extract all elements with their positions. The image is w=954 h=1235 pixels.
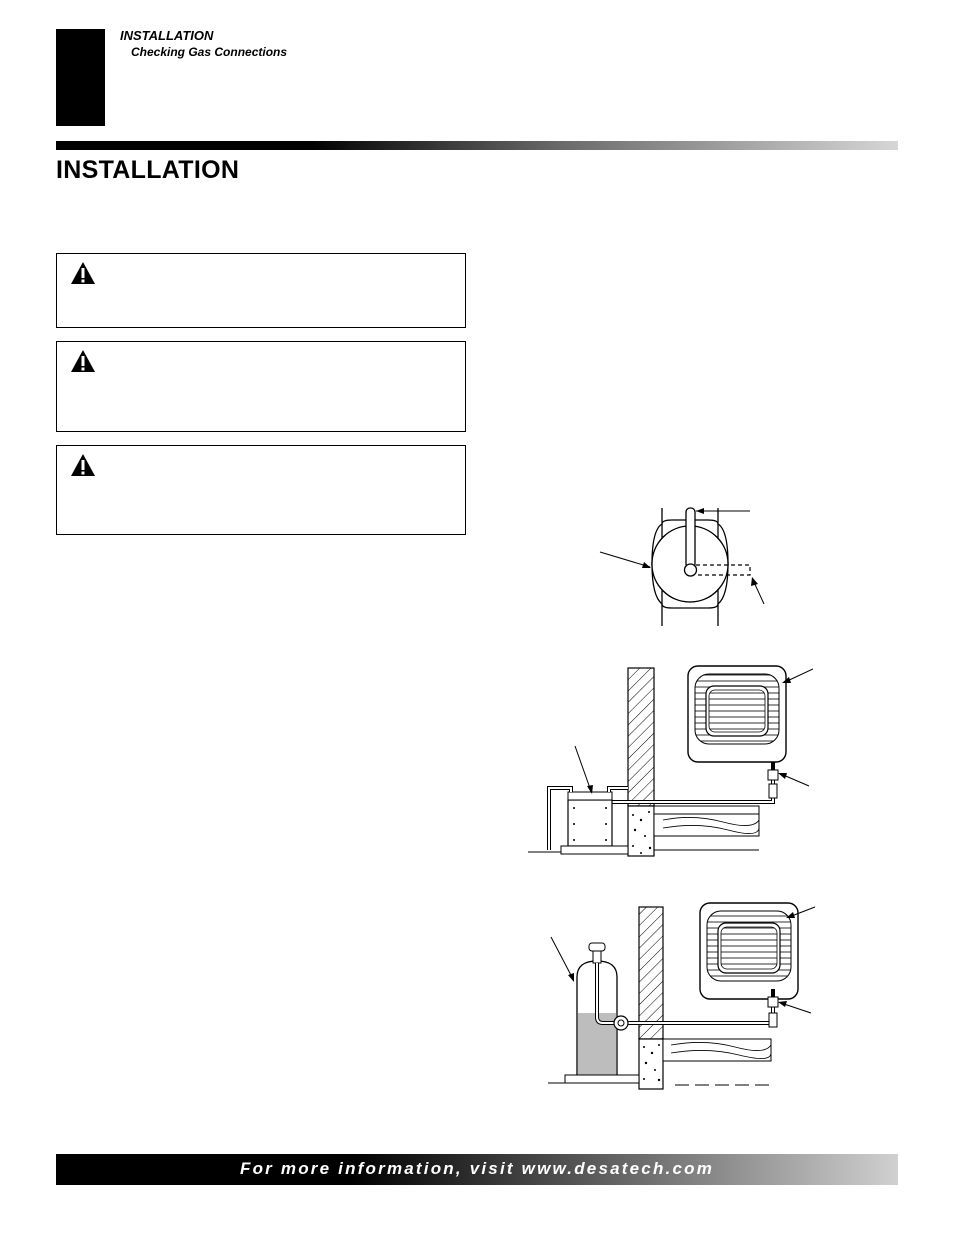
gas-valve-detail-diagram	[599, 507, 765, 626]
page-title: INSTALLATION	[56, 156, 240, 184]
warning-triangle-icon	[71, 454, 95, 476]
propane-installation-diagram	[548, 902, 816, 1090]
running-header-subsection: Checking Gas Connections	[131, 45, 288, 59]
warning-box-3	[56, 445, 466, 535]
warning-triangle-icon	[71, 262, 95, 284]
footer-website-text: For more information, visit www.desatech…	[239, 1159, 715, 1178]
header-rule	[56, 141, 898, 150]
running-header-section: INSTALLATION	[120, 28, 214, 43]
footer-banner: For more information, visit www.desatech…	[56, 1154, 898, 1185]
natural-gas-installation-diagram	[528, 665, 813, 857]
section-tab-block	[56, 29, 105, 126]
warning-box-2	[56, 341, 466, 432]
warning-triangle-icon	[71, 350, 95, 372]
warning-box-1	[56, 253, 466, 328]
